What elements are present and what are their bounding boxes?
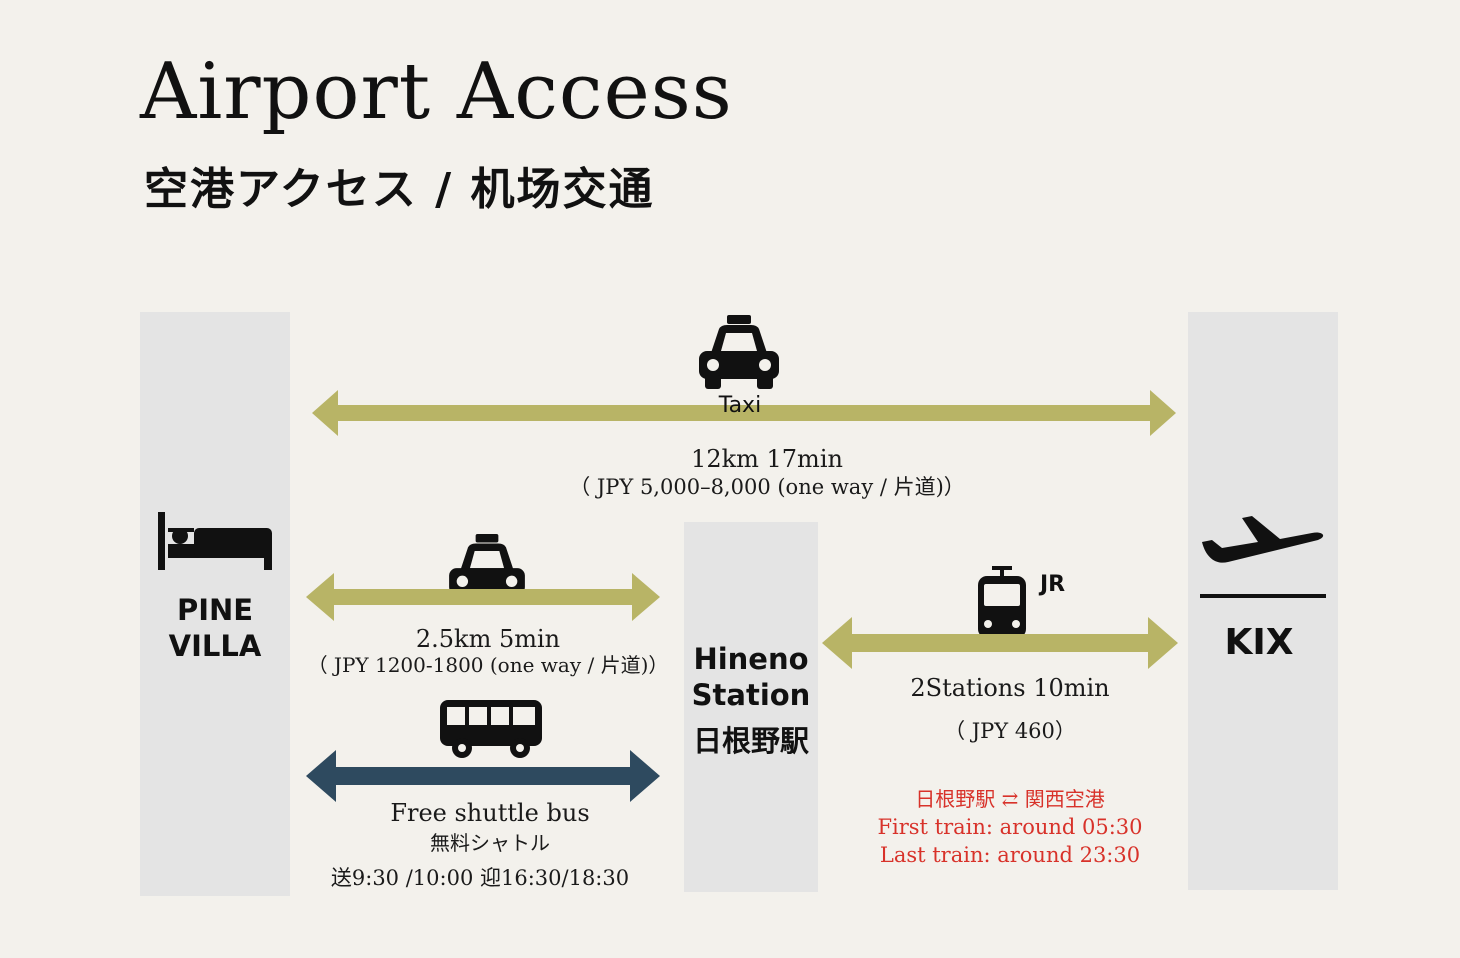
airplane-departure-icon bbox=[1200, 516, 1326, 598]
taxi-direct-fare: （ JPY 5,000–8,000 (one way / 片道)） bbox=[569, 475, 965, 499]
villa-label-line1: PINE bbox=[176, 593, 254, 627]
jr-line-label: JR bbox=[1040, 572, 1066, 597]
villa-label-line2: VILLA bbox=[168, 629, 262, 663]
taxi-direct-distance: 12km 17min bbox=[691, 445, 843, 473]
taxi-station-distance: 2.5km 5min bbox=[415, 625, 561, 653]
bed-icon bbox=[158, 512, 272, 570]
taxi-station-fare: （ JPY 1200-1800 (one way / 片道)） bbox=[307, 653, 669, 677]
taxi-station-arrow bbox=[306, 573, 660, 621]
jr-train-arrow bbox=[822, 617, 1178, 669]
shuttle-bus-schedule: 送9:30 /10:00 迎16:30/18:30 bbox=[330, 866, 630, 890]
jr-route-ja: 日根野駅 ⇄ 関西空港 bbox=[915, 787, 1105, 811]
bus-icon bbox=[440, 700, 542, 758]
jr-stations-time: 2Stations 10min bbox=[910, 674, 1110, 702]
hineno-station-column bbox=[684, 522, 818, 892]
villa-column bbox=[140, 312, 290, 896]
page-subtitle: 空港アクセス / 机场交通 bbox=[144, 164, 655, 215]
kix-label: KIX bbox=[1224, 622, 1294, 663]
shuttle-bus-label-ja: 無料シャトル bbox=[430, 831, 550, 855]
hineno-label-line1: Hineno bbox=[693, 642, 809, 676]
jr-last-train: Last train: around 23:30 bbox=[879, 843, 1141, 867]
page-title: Airport Access bbox=[140, 47, 733, 137]
hineno-label-ja: 日根野駅 bbox=[692, 724, 809, 758]
jr-first-train: First train: around 05:30 bbox=[877, 815, 1143, 839]
taxi-direct-arrow bbox=[312, 390, 1176, 436]
kix-column bbox=[1188, 312, 1338, 890]
taxi-icon bbox=[699, 315, 779, 389]
shuttle-bus-arrow bbox=[306, 750, 660, 802]
shuttle-bus-label: Free shuttle bus bbox=[390, 799, 590, 827]
jr-fare: （ JPY 460） bbox=[944, 719, 1076, 743]
hineno-label-line2: Station bbox=[691, 678, 811, 712]
taxi-label: Taxi bbox=[718, 393, 762, 418]
